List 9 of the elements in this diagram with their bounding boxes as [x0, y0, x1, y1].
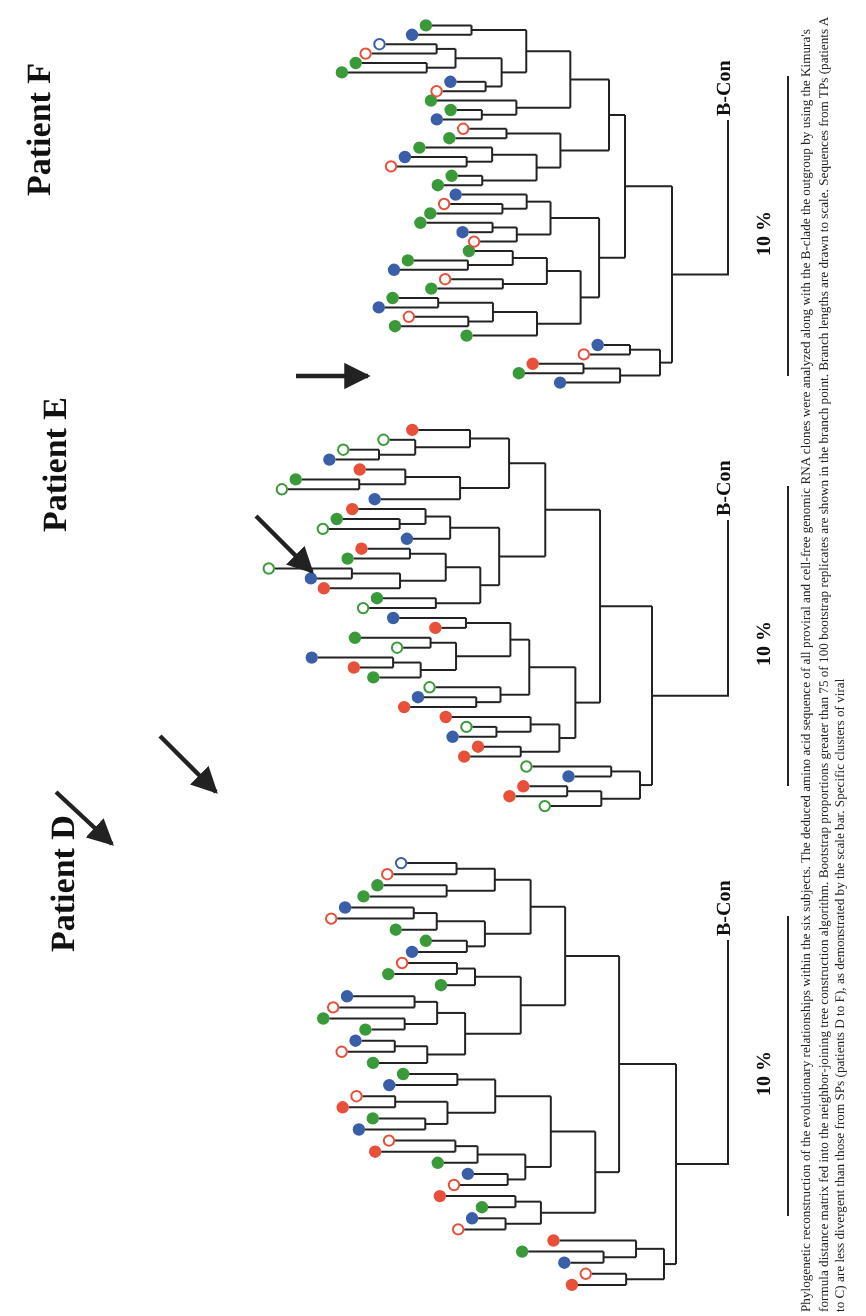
scale-label: 10 % [754, 1051, 776, 1096]
scale-label: 10 % [754, 621, 776, 666]
outgroup-label: B-Con [714, 880, 736, 936]
outgroup-label: B-Con [714, 60, 736, 116]
panel-title: Patient E [36, 396, 76, 532]
scale-label: 10 % [754, 211, 776, 256]
panel-title: Patient D [44, 815, 84, 952]
outgroup-label: B-Con [714, 460, 736, 516]
panel-title: Patient F [20, 62, 60, 196]
